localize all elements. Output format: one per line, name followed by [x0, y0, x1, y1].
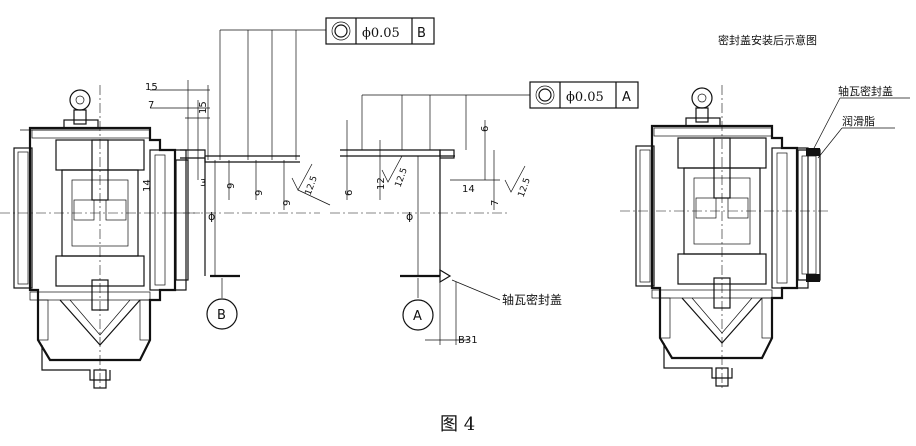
dim-right-1: 6 [480, 126, 491, 132]
tolerance-right-datum: A [622, 90, 631, 105]
dim-left-6: 9 [282, 200, 293, 206]
leader-seal-cover: 轴瓦密封盖 [502, 292, 562, 307]
dim-left-5: 9 [254, 190, 265, 196]
datum-b-label: B [217, 308, 226, 323]
dim-right-6: B31 [458, 335, 478, 346]
dim-right-4: 7 [490, 200, 501, 206]
tolerance-left-value: ϕ0.05 [362, 26, 400, 41]
dim-left-0: 15 [145, 82, 158, 93]
leader-seal-cover-installed: 轴瓦密封盖 [838, 84, 893, 98]
tolerance-left-datum: B [417, 26, 426, 41]
figure-caption: 图 4 [440, 414, 475, 435]
dim-left-1: 7 [148, 100, 154, 111]
dim-left-4: 9 [226, 183, 237, 189]
circularity-symbol-left-icon [334, 24, 348, 38]
dim-right-3: 14 [462, 184, 475, 195]
installed-bearing-assembly [620, 85, 910, 390]
roughness-right-b: 12.5 [517, 177, 533, 199]
tolerance-frame-right [529, 81, 639, 109]
dim-left-7: 14 [142, 179, 153, 192]
dim-right-0: 6 [344, 190, 355, 196]
right-dimension-group [330, 94, 530, 345]
left-bearing-assembly [0, 85, 200, 390]
dim-left-8: ϕ [208, 210, 215, 223]
leader-grease: 润滑脂 [842, 114, 875, 128]
roughness-left: 12.5 [304, 175, 320, 197]
dim-right-5: ϕ [406, 210, 413, 223]
datum-a-label: A [413, 309, 422, 324]
tolerance-frame-left [325, 17, 435, 45]
dimension-labels-left: 15 7 15 3 9 9 9 14 ϕ [142, 82, 293, 223]
dimension-labels-right: 6 6 12 14 7 ϕ B31 [344, 126, 501, 346]
dim-left-2: 15 [198, 101, 209, 114]
roughness-right-a: 12.5 [394, 167, 410, 189]
circularity-symbol-right-icon [538, 88, 552, 102]
dim-right-2: 12 [376, 177, 387, 190]
dim-left-3: 3 [200, 178, 206, 189]
tolerance-right-value: ϕ0.05 [566, 90, 604, 105]
installed-view-title: 密封盖安装后示意图 [718, 33, 817, 47]
left-dimension-group [150, 29, 331, 330]
